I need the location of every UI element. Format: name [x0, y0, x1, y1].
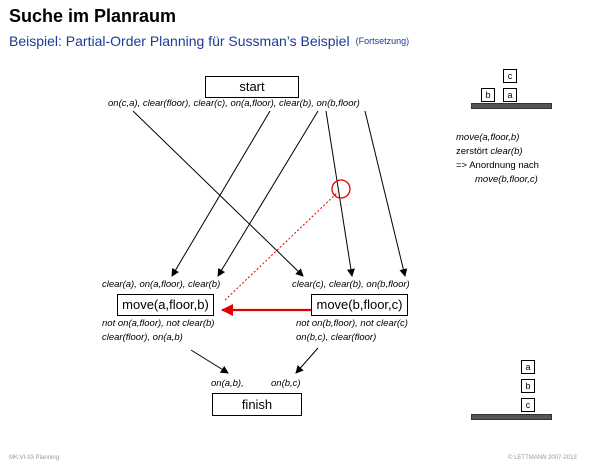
- note-line-2-prefix: zerstört: [456, 146, 491, 157]
- move-a-effects-2: clear(floor), on(a,b): [102, 332, 183, 343]
- move-b-effects-1: not on(b,floor), not clear(c): [296, 318, 408, 329]
- subtitle-note: (Fortsetzung): [355, 36, 410, 46]
- causal-link-on-b-floor: [364, 110, 408, 277]
- footer-left: MK:VI-93 Planning: [9, 455, 60, 461]
- causal-link-clear-c: [217, 110, 319, 277]
- table-initial: [471, 103, 552, 109]
- finish-precondition-1: on(a,b),: [211, 378, 244, 389]
- move-b-preconditions: clear(c), clear(b), on(b,floor): [292, 279, 410, 290]
- block-c-goal: c: [521, 398, 535, 412]
- causal-link-c-on-a: [132, 110, 304, 277]
- note-line-4: move(b,floor,c): [475, 174, 538, 185]
- threat-circle: [331, 179, 351, 199]
- note-line-2: zerstört clear(b): [456, 145, 539, 159]
- page-subtitle: Beispiel: Partial-Order Planning für Sus…: [9, 33, 409, 49]
- page-title: Suche im Planraum: [9, 6, 177, 26]
- block-a-initial: a: [503, 88, 517, 102]
- block-b-initial: b: [481, 88, 495, 102]
- move-a-effects-1: not on(a,floor), not clear(b): [102, 318, 215, 329]
- move-b-step: move(b,floor,c): [311, 294, 408, 316]
- causal-link-clear-floor: [171, 110, 271, 277]
- start-step: start: [205, 76, 299, 98]
- subtitle-text: Beispiel: Partial-Order Planning für Sus…: [9, 33, 350, 49]
- finish-step: finish: [212, 393, 302, 416]
- threat-note: move(a,floor,b) zerstört clear(b) => Ano…: [456, 131, 539, 187]
- move-a-step: move(a,floor,b): [117, 294, 214, 316]
- finish-precondition-2: on(b,c): [271, 378, 301, 389]
- block-c-initial: c: [503, 69, 517, 83]
- block-a-goal: a: [521, 360, 535, 374]
- note-line-2-italic: clear(b): [490, 146, 523, 157]
- footer-right: © LETTMANN 2007-2013: [508, 455, 577, 461]
- causal-link-clear-b: [325, 110, 355, 277]
- move-b-effects-2: on(b,c), clear(floor): [296, 332, 377, 343]
- block-b-goal: b: [521, 379, 535, 393]
- start-effects: on(c,a), clear(floor), clear(c), on(a,fl…: [108, 98, 360, 109]
- note-line-3: => Anordnung nach: [456, 160, 539, 171]
- note-line-1: move(a,floor,b): [456, 132, 520, 143]
- move-a-preconditions: clear(a), on(a,floor), clear(b): [102, 279, 221, 290]
- finish-link-b: [295, 347, 319, 374]
- finish-link-a: [190, 349, 229, 374]
- table-goal: [471, 414, 552, 420]
